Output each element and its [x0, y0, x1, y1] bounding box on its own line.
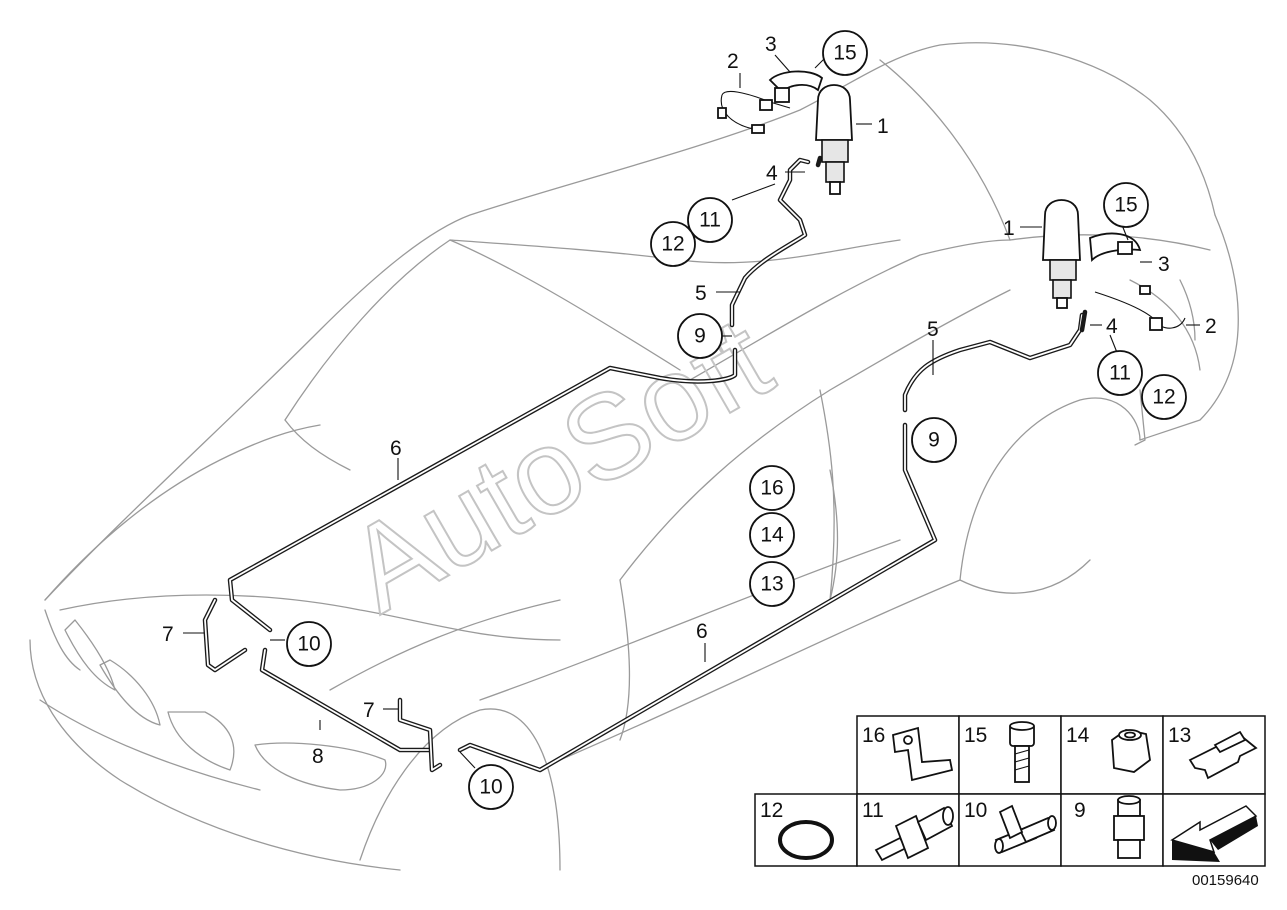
- svg-text:16: 16: [760, 477, 783, 500]
- circle-11-left: 11: [687, 197, 733, 243]
- circle-10-lower: 10: [468, 764, 514, 810]
- reference-number: 00159640: [1192, 872, 1259, 889]
- callout-3-left: 3: [765, 33, 777, 56]
- circle-11-right: 11: [1097, 350, 1143, 396]
- watermark: AutoSoft: [325, 290, 793, 638]
- legend-label-13: 13: [1168, 724, 1191, 747]
- circle-16: 16: [749, 465, 795, 511]
- parts-legend: 16 15 14 13 12 11 10 9: [754, 715, 1266, 889]
- callout-7-left: 7: [162, 623, 174, 646]
- circle-9-left: 9: [677, 313, 723, 359]
- bracket-part-icon: [892, 726, 954, 782]
- callout-2-left: 2: [727, 50, 739, 73]
- svg-text:11: 11: [1109, 362, 1131, 385]
- legend-label-14: 14: [1066, 724, 1090, 747]
- reservoir-right: [1042, 199, 1186, 331]
- callout-numbers: 1 2 3 4 5 6 7 8 7 6 1 3 2 4 5: [162, 33, 1217, 768]
- svg-text:13: 13: [760, 573, 783, 596]
- connector-icon: [1113, 795, 1145, 859]
- legend-label-10: 10: [964, 799, 987, 822]
- callout-6-left: 6: [390, 437, 402, 460]
- legend-label-15: 15: [964, 724, 987, 747]
- svg-text:15: 15: [1114, 194, 1137, 217]
- circle-13: 13: [749, 561, 795, 607]
- legend-label-12: 12: [760, 799, 783, 822]
- svg-text:14: 14: [760, 524, 784, 547]
- callout-8: 8: [312, 745, 324, 768]
- circle-15-right: 15: [1103, 182, 1149, 228]
- callout-4-right: 4: [1106, 315, 1118, 338]
- callout-6-right: 6: [696, 620, 708, 643]
- callout-4-left: 4: [766, 162, 778, 185]
- reservoir-left: [717, 70, 853, 195]
- bolt-part-icon: [1009, 721, 1035, 783]
- callout-5-right: 5: [927, 318, 939, 341]
- circle-15-left: 15: [822, 30, 868, 76]
- fluid-lines: [202, 155, 1088, 773]
- svg-text:10: 10: [297, 633, 320, 656]
- legend-label-11: 11: [862, 799, 884, 822]
- svg-text:15: 15: [833, 42, 856, 65]
- callout-1-right: 1: [1003, 217, 1015, 240]
- svg-text:9: 9: [694, 325, 706, 348]
- circle-12-right: 12: [1141, 374, 1187, 420]
- o-ring-icon: [778, 820, 834, 860]
- circled-callouts: 15 11 12 9 15 11 12 9: [286, 30, 1187, 810]
- circle-10-upper: 10: [286, 621, 332, 667]
- callout-3-right: 3: [1158, 253, 1170, 276]
- bulkhead-fitting-icon: [874, 806, 954, 862]
- callout-7-lower: 7: [363, 699, 375, 722]
- svg-text:12: 12: [661, 233, 684, 256]
- callout-2-right: 2: [1205, 315, 1217, 338]
- circle-14: 14: [749, 512, 795, 558]
- arrow-symbol-icon: [1170, 805, 1258, 862]
- callout-1-left: 1: [877, 115, 889, 138]
- pipe-clip-icon: [1188, 730, 1258, 780]
- circle-12-left: 12: [650, 221, 696, 267]
- car-outline: [29, 42, 1239, 871]
- t-piece-icon: [994, 804, 1057, 854]
- svg-text:11: 11: [699, 209, 721, 232]
- svg-text:9: 9: [928, 429, 940, 452]
- svg-text:10: 10: [479, 776, 502, 799]
- svg-text:12: 12: [1152, 386, 1175, 409]
- legend-label-9: 9: [1074, 799, 1086, 822]
- callout-5-left: 5: [695, 282, 707, 305]
- legend-label-16: 16: [862, 724, 885, 747]
- union-nut-icon: [1111, 729, 1151, 773]
- circle-9-right: 9: [911, 417, 957, 463]
- svg-text:AutoSoft: AutoSoft: [326, 291, 792, 637]
